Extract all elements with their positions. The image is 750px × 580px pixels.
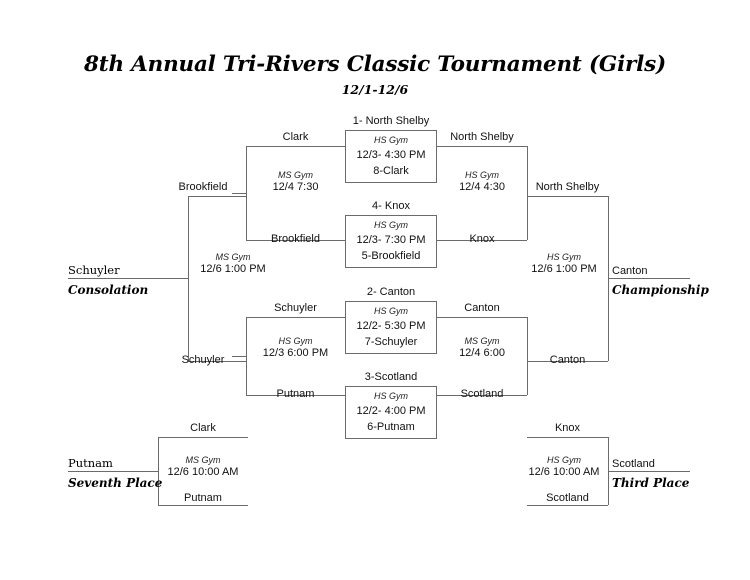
- championship-bottom-arm: [527, 361, 608, 362]
- semi-lower-top-team: Canton: [464, 302, 500, 314]
- third-meta: HS Gym 12/6 10:00 AM: [520, 455, 608, 480]
- cons-semi-upper-top-team: Clark: [282, 131, 309, 143]
- semi-lower-venue: MS Gym: [464, 336, 500, 346]
- game2-opponent: 7-Schuyler: [364, 335, 418, 348]
- semi-upper-spine: [527, 146, 528, 240]
- cons-semi-lower-bottom-arm: [246, 395, 345, 396]
- semi-upper-top-team: North Shelby: [450, 131, 514, 143]
- consolation-round-name: Consolation: [68, 283, 149, 297]
- consolation-final-bottom-team: Schuyler: [181, 354, 225, 366]
- game1-box[interactable]: HS Gym 12/3- 4:30 PM 8-Clark: [345, 130, 437, 183]
- third-top-team: Knox: [554, 422, 581, 434]
- championship-venue: HS Gym: [546, 252, 581, 262]
- semi-upper-meta: HS Gym 12/4 4:30: [437, 170, 527, 195]
- semi-upper-bottom-arm: [437, 240, 527, 241]
- seventh-round-name: Seventh Place: [68, 476, 163, 490]
- title-block: 8th Annual Tri-Rivers Classic Tournament…: [0, 52, 750, 97]
- seventh-top-team: Clark: [190, 422, 216, 434]
- championship-meta: HS Gym 12/6 1:00 PM: [520, 252, 608, 277]
- game4-venue: HS Gym: [373, 219, 408, 230]
- cons-semi-lower-top-arm: [246, 317, 345, 318]
- game4-opponent: 5-Brookfield: [361, 249, 421, 262]
- game2-seed-label: 2- Canton: [366, 286, 416, 298]
- third-venue: HS Gym: [546, 455, 581, 465]
- third-bottom-team: Scotland: [546, 492, 589, 504]
- semi-upper-venue: HS Gym: [464, 170, 499, 180]
- game2-venue: HS Gym: [373, 305, 408, 316]
- game4-box[interactable]: HS Gym 12/3- 7:30 PM 5-Brookfield: [345, 215, 437, 268]
- game4-seed-label: 4- Knox: [372, 200, 410, 212]
- consolation-final-winner: Schuyler: [68, 263, 120, 277]
- seventh-bottom-arm: [158, 505, 248, 506]
- game4-time: 12/3- 7:30 PM: [356, 233, 426, 246]
- cons-semi-upper-bottom-arm: [246, 240, 345, 241]
- semi-lower-bottom-team: Scotland: [460, 388, 504, 400]
- game2-box[interactable]: HS Gym 12/2- 5:30 PM 7-Schuyler: [345, 301, 437, 354]
- third-winner-stub: [608, 471, 690, 472]
- seventh-spine: [158, 437, 159, 505]
- championship-winner: Canton: [612, 265, 648, 277]
- cons-semi-lower-out-stub: [232, 356, 246, 357]
- cons-semi-upper-top-arm: [246, 146, 345, 147]
- consolation-final-bottom-arm: [188, 361, 246, 362]
- seventh-meta: MS Gym 12/6 10:00 AM: [158, 455, 248, 480]
- seventh-top-arm: [158, 437, 248, 438]
- game1-opponent: 8-Clark: [373, 164, 409, 177]
- cons-semi-upper-bottom-team: Brookfield: [271, 233, 320, 245]
- semi-upper-top-arm: [437, 146, 527, 147]
- game3-seed-label: 3-Scotland: [364, 371, 418, 383]
- championship-top-arm: [527, 196, 608, 197]
- cons-semi-lower-top-team: Schuyler: [274, 302, 317, 314]
- seventh-winner: Putnam: [68, 456, 113, 470]
- cons-semi-upper-spine: [246, 146, 247, 240]
- seventh-winner-stub: [68, 471, 158, 472]
- consolation-final-spine: [188, 196, 189, 361]
- semi-lower-meta: MS Gym 12/4 6:00: [437, 336, 527, 361]
- cons-semi-lower-venue: HS Gym: [278, 336, 313, 346]
- semi-upper-time: 12/4 4:30: [459, 181, 505, 194]
- game1-venue: HS Gym: [373, 134, 408, 145]
- game3-opponent: 6-Putnam: [367, 420, 415, 433]
- consolation-final-time: 12/6 1:00 PM: [200, 263, 266, 276]
- consolation-final-meta: MS Gym 12/6 1:00 PM: [188, 252, 278, 277]
- third-round-name: Third Place: [612, 476, 690, 490]
- third-time: 12/6 10:00 AM: [528, 466, 600, 479]
- semi-lower-bottom-arm: [437, 395, 527, 396]
- cons-semi-upper-out-stub: [232, 193, 246, 194]
- game3-venue: HS Gym: [373, 390, 408, 401]
- championship-round-name: Championship: [612, 283, 709, 297]
- championship-winner-stub: [608, 278, 690, 279]
- semi-lower-spine: [527, 317, 528, 395]
- game3-box[interactable]: HS Gym 12/2- 4:00 PM 6-Putnam: [345, 386, 437, 439]
- championship-top-team: North Shelby: [535, 181, 600, 193]
- cons-semi-lower-meta: HS Gym 12/3 6:00 PM: [246, 336, 345, 361]
- cons-semi-lower-time: 12/3 6:00 PM: [262, 347, 329, 360]
- cons-semi-lower-spine: [246, 317, 247, 395]
- seventh-bottom-team: Putnam: [184, 492, 222, 504]
- tournament-dates: 12/1-12/6: [341, 82, 409, 97]
- cons-semi-lower-bottom-team: Putnam: [276, 388, 315, 400]
- cons-semi-upper-meta: MS Gym 12/4 7:30: [246, 170, 345, 195]
- championship-bottom-team: Canton: [549, 354, 586, 366]
- game3-time: 12/2- 4:00 PM: [356, 404, 426, 417]
- consolation-final-top-team: Brookfield: [178, 181, 228, 193]
- seventh-time: 12/6 10:00 AM: [167, 466, 239, 479]
- consolation-final-top-arm: [188, 196, 246, 197]
- consolation-final-winner-stub: [68, 278, 188, 279]
- cons-semi-upper-time: 12/4 7:30: [272, 181, 319, 194]
- consolation-final-venue: MS Gym: [215, 252, 251, 262]
- third-top-arm: [527, 437, 608, 438]
- third-bottom-arm: [527, 505, 608, 506]
- game2-time: 12/2- 5:30 PM: [356, 319, 426, 332]
- page-title: 8th Annual Tri-Rivers Classic Tournament…: [83, 52, 667, 77]
- semi-upper-bottom-team: Knox: [469, 233, 495, 245]
- semi-lower-time: 12/4 6:00: [459, 347, 505, 360]
- game1-time: 12/3- 4:30 PM: [356, 148, 426, 161]
- semi-lower-top-arm: [437, 317, 527, 318]
- game1-seed-label: 1- North Shelby: [352, 115, 430, 127]
- third-winner: Scotland: [612, 458, 655, 470]
- seventh-venue: MS Gym: [185, 455, 221, 465]
- championship-time: 12/6 1:00 PM: [531, 263, 597, 276]
- cons-semi-upper-venue: MS Gym: [278, 170, 313, 180]
